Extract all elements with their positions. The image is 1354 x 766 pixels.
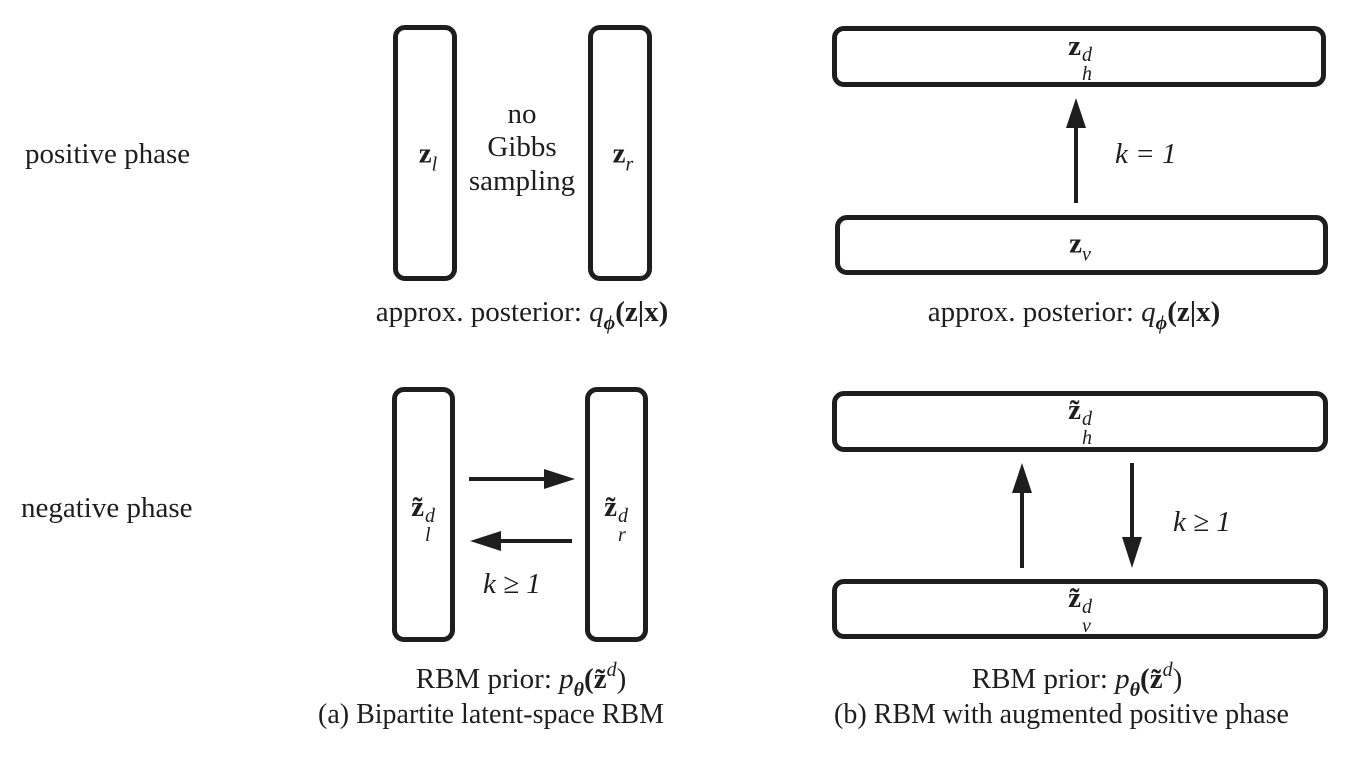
arrow-up-negative (1012, 463, 1032, 568)
node-z-h (832, 26, 1326, 87)
gibbs-line-2: Gibbs (487, 131, 557, 164)
node-z-tilde-l (392, 387, 455, 642)
no-gibbs-sampling-text: no Gibbs sampling (469, 98, 575, 198)
node-z-l-label: zl (418, 137, 438, 176)
panel-a-caption: (a) Bipartite latent-space RBM (318, 699, 664, 730)
node-z-v (835, 215, 1328, 275)
panel-a-prior-label: RBM prior: pθ(z̃d) (415, 659, 627, 701)
node-z-tilde-v (832, 579, 1328, 639)
arrow-right-negative (469, 469, 575, 489)
gibbs-line-3: sampling (468, 164, 576, 197)
panel-b-posterior-label: approx. posterior: qϕ(z|x) (927, 296, 1221, 334)
node-z-tilde-h (832, 391, 1328, 452)
panel-b-positive-k-label: k = 1 (1115, 138, 1177, 170)
negative-phase-label: negative phase (21, 492, 193, 524)
panel-b-prior-label: RBM prior: pθ(z̃d) (971, 659, 1183, 701)
node-z-r-label: zr (612, 137, 634, 176)
positive-phase-label: positive phase (25, 138, 191, 170)
panel-a-posterior-label: approx. posterior: qϕ(z|x) (375, 296, 669, 334)
panel-b-negative-k-label: k ≥ 1 (1173, 506, 1231, 538)
node-z-tilde-r (585, 387, 648, 642)
arrow-left-negative (470, 531, 572, 551)
node-z-v-label: zv (1069, 227, 1091, 266)
arrow-up-positive (1066, 98, 1086, 203)
node-z-r (588, 25, 652, 281)
panel-b-caption: (b) RBM with augmented positive phase (834, 699, 1289, 730)
arrow-down-negative (1122, 463, 1142, 568)
panel-a-negative-k-label: k ≥ 1 (483, 568, 541, 600)
node-z-l (393, 25, 457, 281)
gibbs-line-1: no (507, 98, 537, 130)
